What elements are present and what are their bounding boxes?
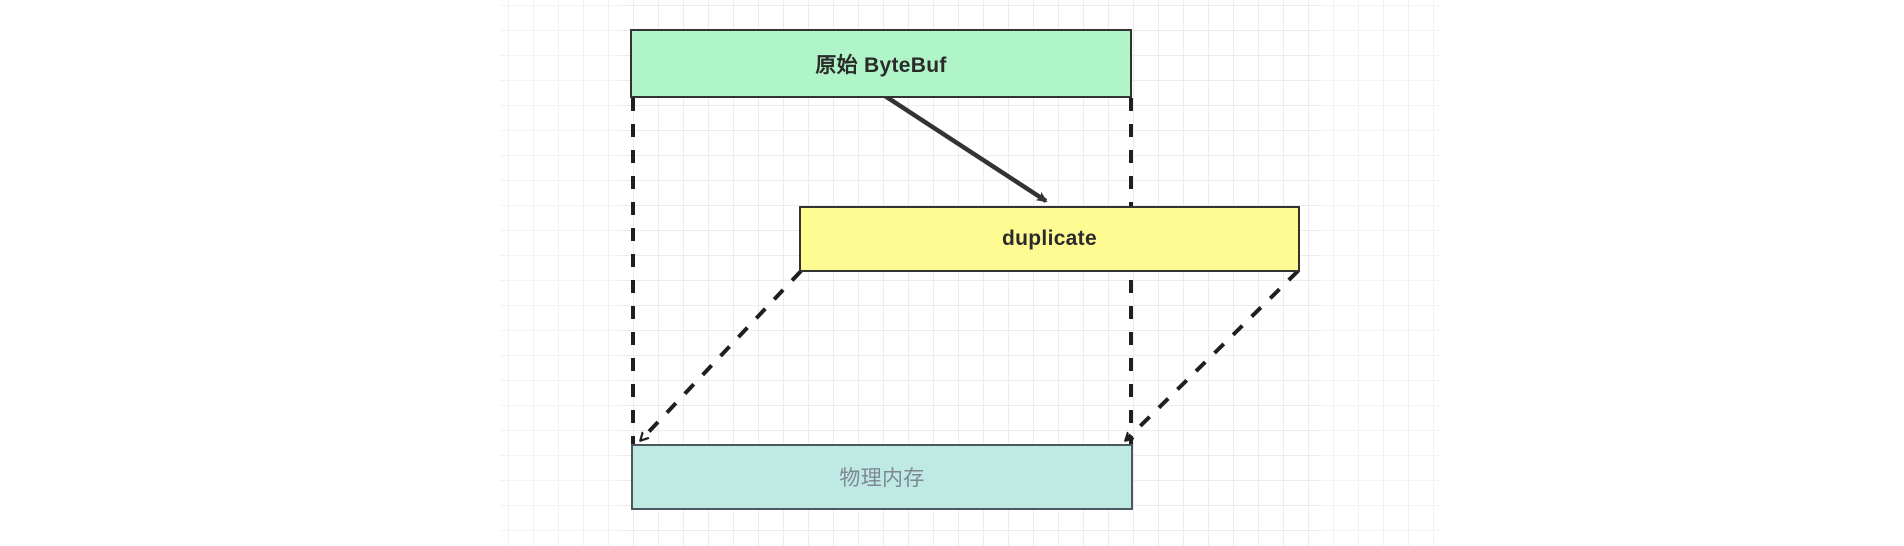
node-original-bytebuf-label: 原始 ByteBuf — [815, 53, 947, 77]
node-duplicate[interactable]: duplicate — [799, 206, 1300, 272]
dashed-line-duplicate-right — [1126, 269, 1300, 440]
dashed-line-duplicate-left — [641, 269, 803, 440]
node-physical-memory[interactable]: 物理内存 — [631, 444, 1133, 510]
node-original-bytebuf[interactable]: 原始 ByteBuf — [630, 29, 1132, 98]
node-duplicate-label: duplicate — [1002, 227, 1097, 250]
node-physical-memory-label: 物理内存 — [839, 467, 925, 490]
arrow-original-to-duplicate — [883, 94, 1048, 203]
